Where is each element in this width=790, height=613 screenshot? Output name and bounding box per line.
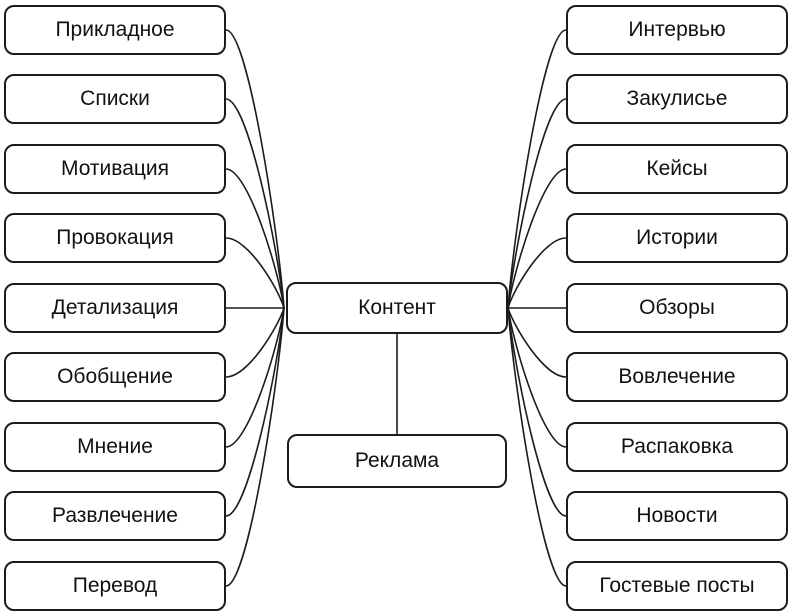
node-label: Распаковка: [620, 435, 734, 458]
node-label: Кейсы: [646, 157, 708, 180]
connector-left-1: [225, 29, 285, 309]
connector-left-4: [225, 237, 285, 309]
node-right-1: Интервью: [566, 5, 788, 55]
node-left-4: Провокация: [4, 213, 226, 263]
connector-right-4: [507, 237, 567, 309]
node-advertising: Реклама: [287, 434, 507, 488]
connector-left-9: [225, 307, 285, 587]
node-right-9: Гостевые посты: [566, 561, 788, 611]
connector-right-9: [507, 307, 567, 587]
node-label: Новости: [636, 504, 718, 527]
node-label: Истории: [636, 226, 718, 249]
connector-left-6: [225, 307, 285, 378]
node-label: Мнение: [77, 435, 153, 458]
node-label: Обобщение: [57, 365, 173, 388]
connector-right-7: [507, 307, 567, 448]
node-left-8: Развлечение: [4, 491, 226, 541]
node-label: Вовлечение: [618, 365, 736, 388]
node-label: Закулисье: [626, 87, 728, 110]
node-left-9: Перевод: [4, 561, 226, 611]
node-left-6: Обобщение: [4, 352, 226, 402]
node-right-7: Распаковка: [566, 422, 788, 472]
node-label: Списки: [80, 87, 150, 110]
node-right-3: Кейсы: [566, 144, 788, 194]
node-right-5: Обзоры: [566, 283, 788, 333]
node-label: Прикладное: [55, 18, 175, 41]
connector-right-2: [507, 98, 567, 309]
node-left-5: Детализация: [4, 283, 226, 333]
connector-right-3: [507, 168, 567, 309]
connector-left-7: [225, 307, 285, 448]
connector-left-2: [225, 98, 285, 309]
node-label: Гостевые посты: [599, 574, 755, 597]
node-label: Детализация: [51, 296, 179, 319]
connector-left-8: [225, 307, 285, 517]
node-left-3: Мотивация: [4, 144, 226, 194]
node-right-8: Новости: [566, 491, 788, 541]
node-label: Реклама: [354, 449, 440, 472]
node-label: Мотивация: [60, 157, 170, 180]
node-left-1: Прикладное: [4, 5, 226, 55]
node-label: Интервью: [628, 18, 726, 41]
node-left-2: Списки: [4, 74, 226, 124]
node-center-content: Контент: [286, 282, 508, 334]
node-label: Перевод: [72, 574, 158, 597]
node-label: Развлечение: [52, 504, 178, 527]
connector-right-8: [507, 307, 567, 517]
node-label: Провокация: [56, 226, 174, 249]
node-right-4: Истории: [566, 213, 788, 263]
node-left-7: Мнение: [4, 422, 226, 472]
connector-left-3: [225, 168, 285, 309]
node-right-2: Закулисье: [566, 74, 788, 124]
connector-right-1: [507, 29, 567, 309]
node-right-6: Вовлечение: [566, 352, 788, 402]
connector-right-6: [507, 307, 567, 378]
node-label: Обзоры: [639, 296, 715, 319]
node-label: Контент: [358, 296, 436, 319]
